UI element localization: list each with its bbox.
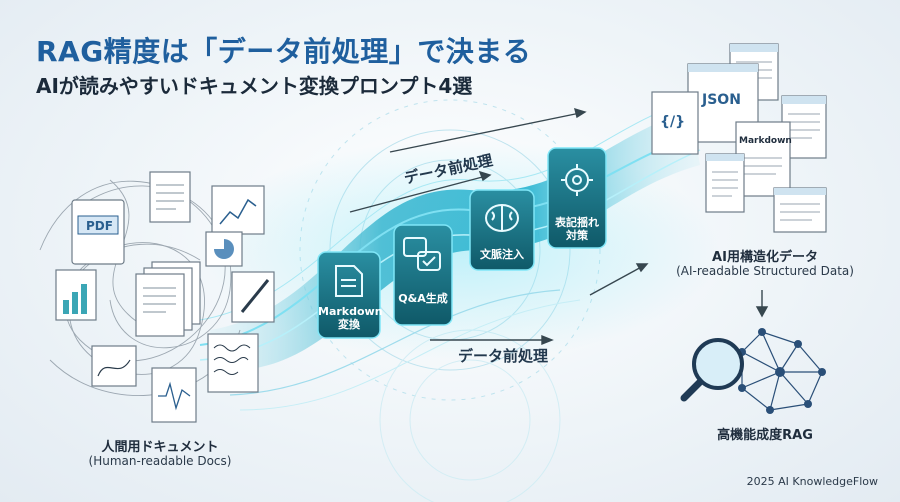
process-steps xyxy=(317,147,607,339)
text-document xyxy=(149,171,191,223)
json-label: JSON xyxy=(702,92,741,108)
ai-data-sublabel: (AI-readable Structured Data) xyxy=(676,264,854,278)
human-documents xyxy=(55,171,275,423)
flow-label-lower: データ前処理 xyxy=(458,347,549,365)
bar-chart-document xyxy=(55,269,97,321)
flow-arrows xyxy=(349,107,769,346)
pdf-document xyxy=(71,199,125,265)
structured-documents xyxy=(651,43,827,233)
step-markdown xyxy=(317,251,381,339)
step-qa-caption: Q&A生成 xyxy=(398,292,448,305)
credit-text: 2025 AI KnowledgeFlow xyxy=(746,475,878,488)
handwritten-note xyxy=(207,333,259,393)
step-markdown-caption: Markdown 変換 xyxy=(318,305,383,331)
step-normalize-line1: 表記揺れ xyxy=(555,216,599,229)
brain-icon xyxy=(485,204,519,232)
graph-note xyxy=(91,345,137,387)
ai-data-label: AI用構造化データ xyxy=(712,250,818,265)
table-window xyxy=(773,187,827,233)
step-markdown-line2: 変換 xyxy=(338,318,360,331)
rag-label: 高機能成度RAG xyxy=(717,428,813,443)
step-normalize xyxy=(547,147,607,249)
pie-chart-document xyxy=(205,231,243,267)
step-markdown-line1: Markdown xyxy=(318,305,383,318)
qa-chat-icon xyxy=(403,237,441,271)
markdown-document xyxy=(735,121,791,197)
human-docs-sublabel: (Human-readable Docs) xyxy=(88,454,232,468)
pdf-label: PDF xyxy=(86,219,113,233)
signal-document xyxy=(151,367,197,423)
markdown-label: Markdown xyxy=(739,136,792,146)
step-qa xyxy=(393,224,453,326)
code-label: {/} xyxy=(660,114,686,130)
pen-document xyxy=(231,271,275,323)
document-icon xyxy=(335,265,363,297)
step-normalize-line2: 対策 xyxy=(566,229,588,242)
line-chart-document xyxy=(211,185,265,235)
rag-network xyxy=(680,328,826,414)
human-docs-label: 人間用ドキュメント xyxy=(101,440,219,455)
step-context-caption: 文脈注入 xyxy=(480,248,524,261)
page-subtitle: AIが読みやすいドキュメント変換プロンプト4選 xyxy=(36,74,473,98)
stacked-documents xyxy=(135,261,201,337)
magnifier-icon xyxy=(680,338,744,402)
code-document xyxy=(651,91,699,155)
gear-icon xyxy=(561,164,593,196)
page-title: RAG精度は「データ前処理」で決まる xyxy=(36,35,532,68)
network-graph xyxy=(738,328,826,414)
step-context xyxy=(469,189,535,271)
step-normalize-caption: 表記揺れ 対策 xyxy=(548,216,606,242)
list-window xyxy=(705,153,745,213)
